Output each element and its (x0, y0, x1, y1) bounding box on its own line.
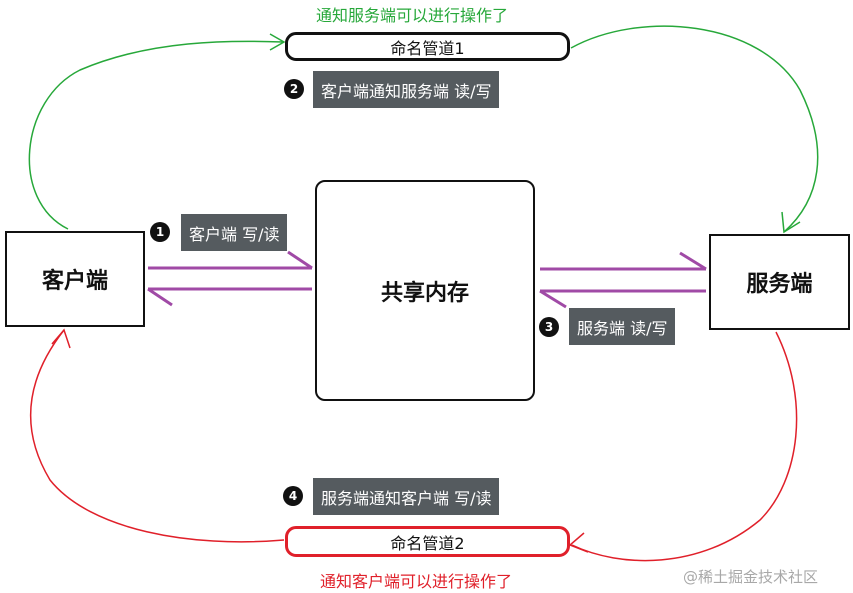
client-box: 客户端 (5, 231, 145, 327)
green-curve-client-to-pipe1 (28, 40, 284, 230)
named-pipe-1: 命名管道1 (285, 32, 570, 61)
shared-memory-label: 共享内存 (380, 280, 469, 306)
server-box: 服务端 (709, 234, 850, 330)
green-curve-pipe1-to-server (570, 25, 819, 233)
shared-memory-box: 共享内存 (315, 180, 535, 401)
note-notify-server: 通知服务端可以进行操作了 (316, 6, 509, 25)
step-badge-4: 4 (283, 486, 303, 506)
client-label: 客户端 (41, 269, 108, 294)
step-label-1: 客户端 写/读 (181, 214, 288, 251)
step-badge-3: 3 (539, 317, 559, 337)
green-arrowhead-server (781, 211, 801, 234)
watermark: @稀土掘金技术社区 (683, 568, 819, 586)
named-pipe-2-label: 命名管道2 (390, 533, 465, 553)
note-notify-client: 通知客户端可以进行操作了 (320, 572, 513, 591)
step-label-2: 客户端通知服务端 读/写 (313, 71, 500, 108)
step-label-4: 服务端通知客户端 写/读 (313, 478, 500, 515)
step-label-3: 服务端 读/写 (569, 308, 676, 345)
named-pipe-1-label: 命名管道1 (390, 38, 465, 58)
purple-arrow-shm-to-client (147, 287, 312, 307)
named-pipe-2: 命名管道2 (285, 526, 570, 557)
purple-arrow-server-to-shm (539, 289, 706, 309)
step-badge-1: 1 (150, 222, 170, 242)
red-curve-pipe2-to-client (29, 329, 285, 543)
red-arrowhead-client (51, 328, 71, 349)
purple-arrow-shm-to-server (540, 251, 707, 271)
server-label: 服务端 (746, 272, 813, 297)
purple-arrow-client-to-shm (148, 250, 313, 270)
green-arrowhead-pipe1 (269, 33, 286, 51)
red-arrowhead-pipe2 (568, 532, 589, 553)
step-badge-2: 2 (284, 79, 304, 99)
red-curve-server-to-pipe2 (571, 331, 798, 562)
